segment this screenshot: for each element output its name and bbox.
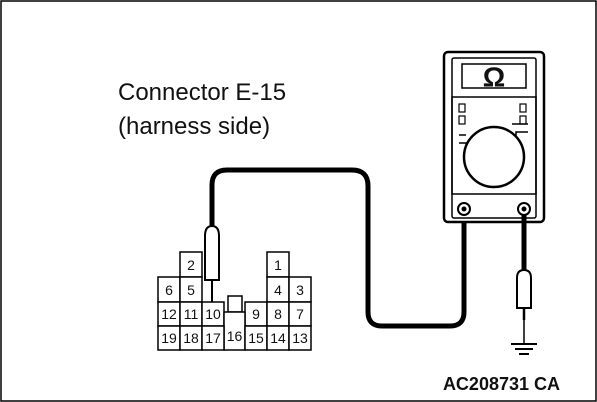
pin-label: 11 [184,306,199,322]
pin-label: 9 [252,306,260,322]
pin-label: 4 [274,282,282,298]
pin-label: 6 [165,282,173,298]
pin-label: 7 [296,306,304,322]
pin-label: 18 [183,330,199,346]
pin-label: 13 [292,330,308,346]
ground-probe [516,268,532,343]
figure-code: AC208731 CA [443,374,560,394]
meter-display [461,63,527,89]
pin-label: 10 [205,306,221,322]
multimeter: Ω [442,50,546,224]
connector-subtitle: (harness side) [118,113,270,140]
pin-label: 19 [161,330,177,346]
pin-label: 8 [274,306,282,322]
test-lead-wire [209,167,467,329]
ohm-symbol: Ω [483,62,505,93]
connector-title: Connector E-15 [118,79,286,106]
pin-label: 14 [270,330,286,346]
pin-label: 12 [161,306,177,322]
rotary-selector-knob [462,125,526,189]
connector-probe [204,224,220,303]
pin-label: 16 [227,328,243,344]
pin-label: 2 [187,257,195,273]
pin-label: 1 [274,257,282,273]
connector-latch [227,295,243,313]
ground-icon [511,343,537,355]
pin-label: 5 [187,282,195,298]
pin-label: 17 [205,330,221,346]
meter-dial-panel [451,96,537,195]
pin-label: 15 [248,330,264,346]
pin-label: 3 [296,282,304,298]
connector-e15: 2 1 6 5 4 3 12 11 10 9 8 7 16 19 [157,251,312,351]
